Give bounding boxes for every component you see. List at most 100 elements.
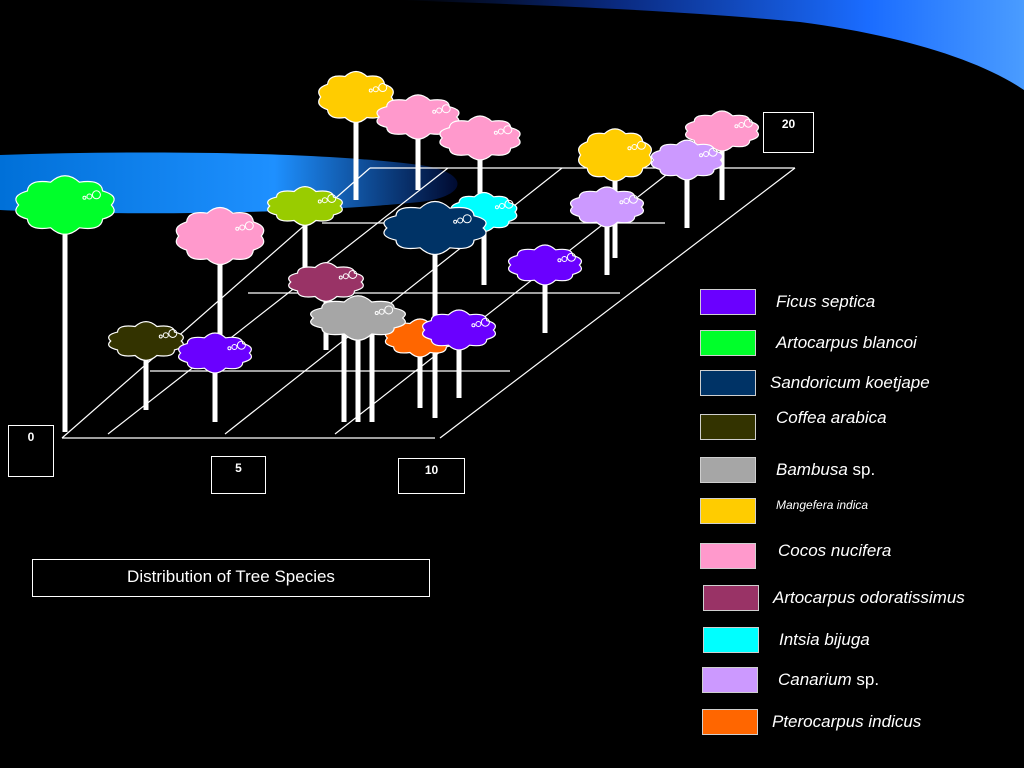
- tree-ficus-septica: [508, 244, 582, 333]
- tree-trunk: [604, 207, 610, 275]
- legend-item-coffea-arabica: Coffea arabica: [700, 408, 1024, 442]
- diagram-title: Distribution of Tree Species: [32, 559, 430, 597]
- tree-trunk: [369, 318, 375, 422]
- legend-swatch: [700, 414, 756, 440]
- legend-swatch: [700, 330, 756, 356]
- tree-trunk: [415, 117, 421, 190]
- crown-highlight: [235, 226, 240, 231]
- tree-trunk: [542, 265, 548, 333]
- crown-highlight: [628, 194, 638, 204]
- tree-cocos-nucifera: [439, 115, 521, 205]
- tree-trunk: [212, 353, 218, 422]
- tree-bambusa-sp: [310, 295, 406, 422]
- tree-mangefera-indica: [318, 70, 394, 200]
- scale-label-0: 0: [8, 425, 54, 477]
- tree-ficus-septica: [178, 332, 252, 422]
- tree-trunk: [355, 318, 361, 422]
- legend-item-ficus-septica: Ficus septica: [700, 289, 1024, 317]
- tree-crown: [383, 200, 487, 256]
- crown-highlight: [348, 269, 358, 279]
- crown-highlight: [378, 308, 385, 315]
- legend-swatch: [700, 370, 756, 396]
- crown-highlight: [498, 202, 505, 209]
- tree-trunk: [217, 236, 223, 340]
- legend-label: Canarium sp.: [778, 670, 880, 689]
- legend-label: Bambusa sp.: [776, 460, 876, 479]
- crown-highlight: [619, 200, 624, 205]
- crown-highlight: [623, 197, 630, 204]
- crown-highlight: [493, 130, 498, 135]
- tree-trunk: [341, 318, 347, 422]
- tree-coffea-arabica: [108, 321, 184, 410]
- tree-crown: [267, 186, 343, 226]
- legend-swatch: [703, 585, 759, 611]
- crown-highlight: [91, 190, 101, 200]
- crown-highlight: [338, 275, 343, 280]
- legend-label: Artocarpus blancoi: [776, 333, 917, 352]
- crown-highlight: [504, 199, 514, 209]
- crown-highlight: [244, 221, 254, 231]
- legend-item-canarium: Canarium sp.: [700, 667, 1024, 695]
- crown-highlight: [162, 332, 169, 339]
- scale-label-10: 10: [398, 458, 465, 494]
- legend-label: Pterocarpus indicus: [772, 712, 922, 731]
- crown-highlight: [231, 343, 238, 350]
- crown-highlight: [236, 340, 246, 350]
- tree-trunk: [143, 341, 149, 410]
- legend-item-cocos-nucifera: Cocos nucifera: [700, 541, 1024, 571]
- crown-highlight: [636, 140, 646, 150]
- legend-item-mangefera-indica: Mangefera indica: [700, 498, 1024, 526]
- crown-highlight: [82, 195, 87, 200]
- tree-trunk: [302, 206, 308, 270]
- crown-highlight: [738, 121, 745, 128]
- crown-highlight: [475, 320, 482, 327]
- tree-crown: [508, 244, 582, 286]
- crown-highlight: [631, 144, 638, 151]
- crown-highlight: [342, 273, 349, 280]
- tree-trunk: [353, 97, 359, 200]
- legend-swatch: [702, 709, 758, 735]
- tree-crown: [175, 206, 265, 266]
- tree-crown: [685, 110, 759, 152]
- crown-highlight: [480, 317, 490, 327]
- crown-highlight: [627, 146, 632, 151]
- tree-trunk: [417, 338, 423, 408]
- crown-highlight: [384, 305, 394, 315]
- crown-highlight: [471, 323, 476, 328]
- legend-swatch: [703, 627, 759, 653]
- crown-highlight: [239, 224, 246, 231]
- legend-item-bambusa: Bambusa sp.: [700, 457, 1024, 485]
- crown-highlight: [497, 128, 504, 135]
- tree-crown: [578, 128, 652, 182]
- crown-highlight: [743, 118, 753, 128]
- legend-label: Artocarpus odoratissimus: [773, 588, 965, 607]
- tree-crown: [318, 70, 394, 124]
- legend-swatch: [700, 289, 756, 315]
- tree-crown: [108, 321, 184, 361]
- crown-highlight: [378, 83, 388, 93]
- scale-label-5: 5: [211, 456, 266, 494]
- crown-highlight: [86, 193, 93, 200]
- tree-canarium-sp: [650, 139, 724, 228]
- legend-item-sandoricum-koetjape: Sandoricum koetjape: [700, 370, 1024, 398]
- crown-highlight: [321, 197, 328, 204]
- crown-highlight: [503, 125, 513, 135]
- legend-item-artocarpus-odoratissimus: Artocarpus odoratissimus: [700, 585, 1024, 613]
- legend-label: Cocos nucifera: [778, 541, 892, 560]
- crown-highlight: [317, 199, 322, 204]
- tree-crown: [439, 115, 521, 161]
- crown-highlight: [436, 107, 443, 114]
- crown-highlight: [327, 193, 337, 203]
- crown-highlight: [453, 219, 458, 224]
- crown-highlight: [561, 255, 568, 262]
- legend-swatch: [700, 457, 756, 483]
- tree-cocos-nucifera: [376, 94, 460, 190]
- crown-highlight: [699, 153, 704, 158]
- crown-highlight: [432, 109, 437, 114]
- crown-highlight: [168, 328, 178, 338]
- crown-highlight: [734, 124, 739, 129]
- tree-crown: [570, 186, 644, 228]
- tree-cocos-nucifera: [175, 206, 265, 340]
- tree-trunk: [477, 138, 483, 205]
